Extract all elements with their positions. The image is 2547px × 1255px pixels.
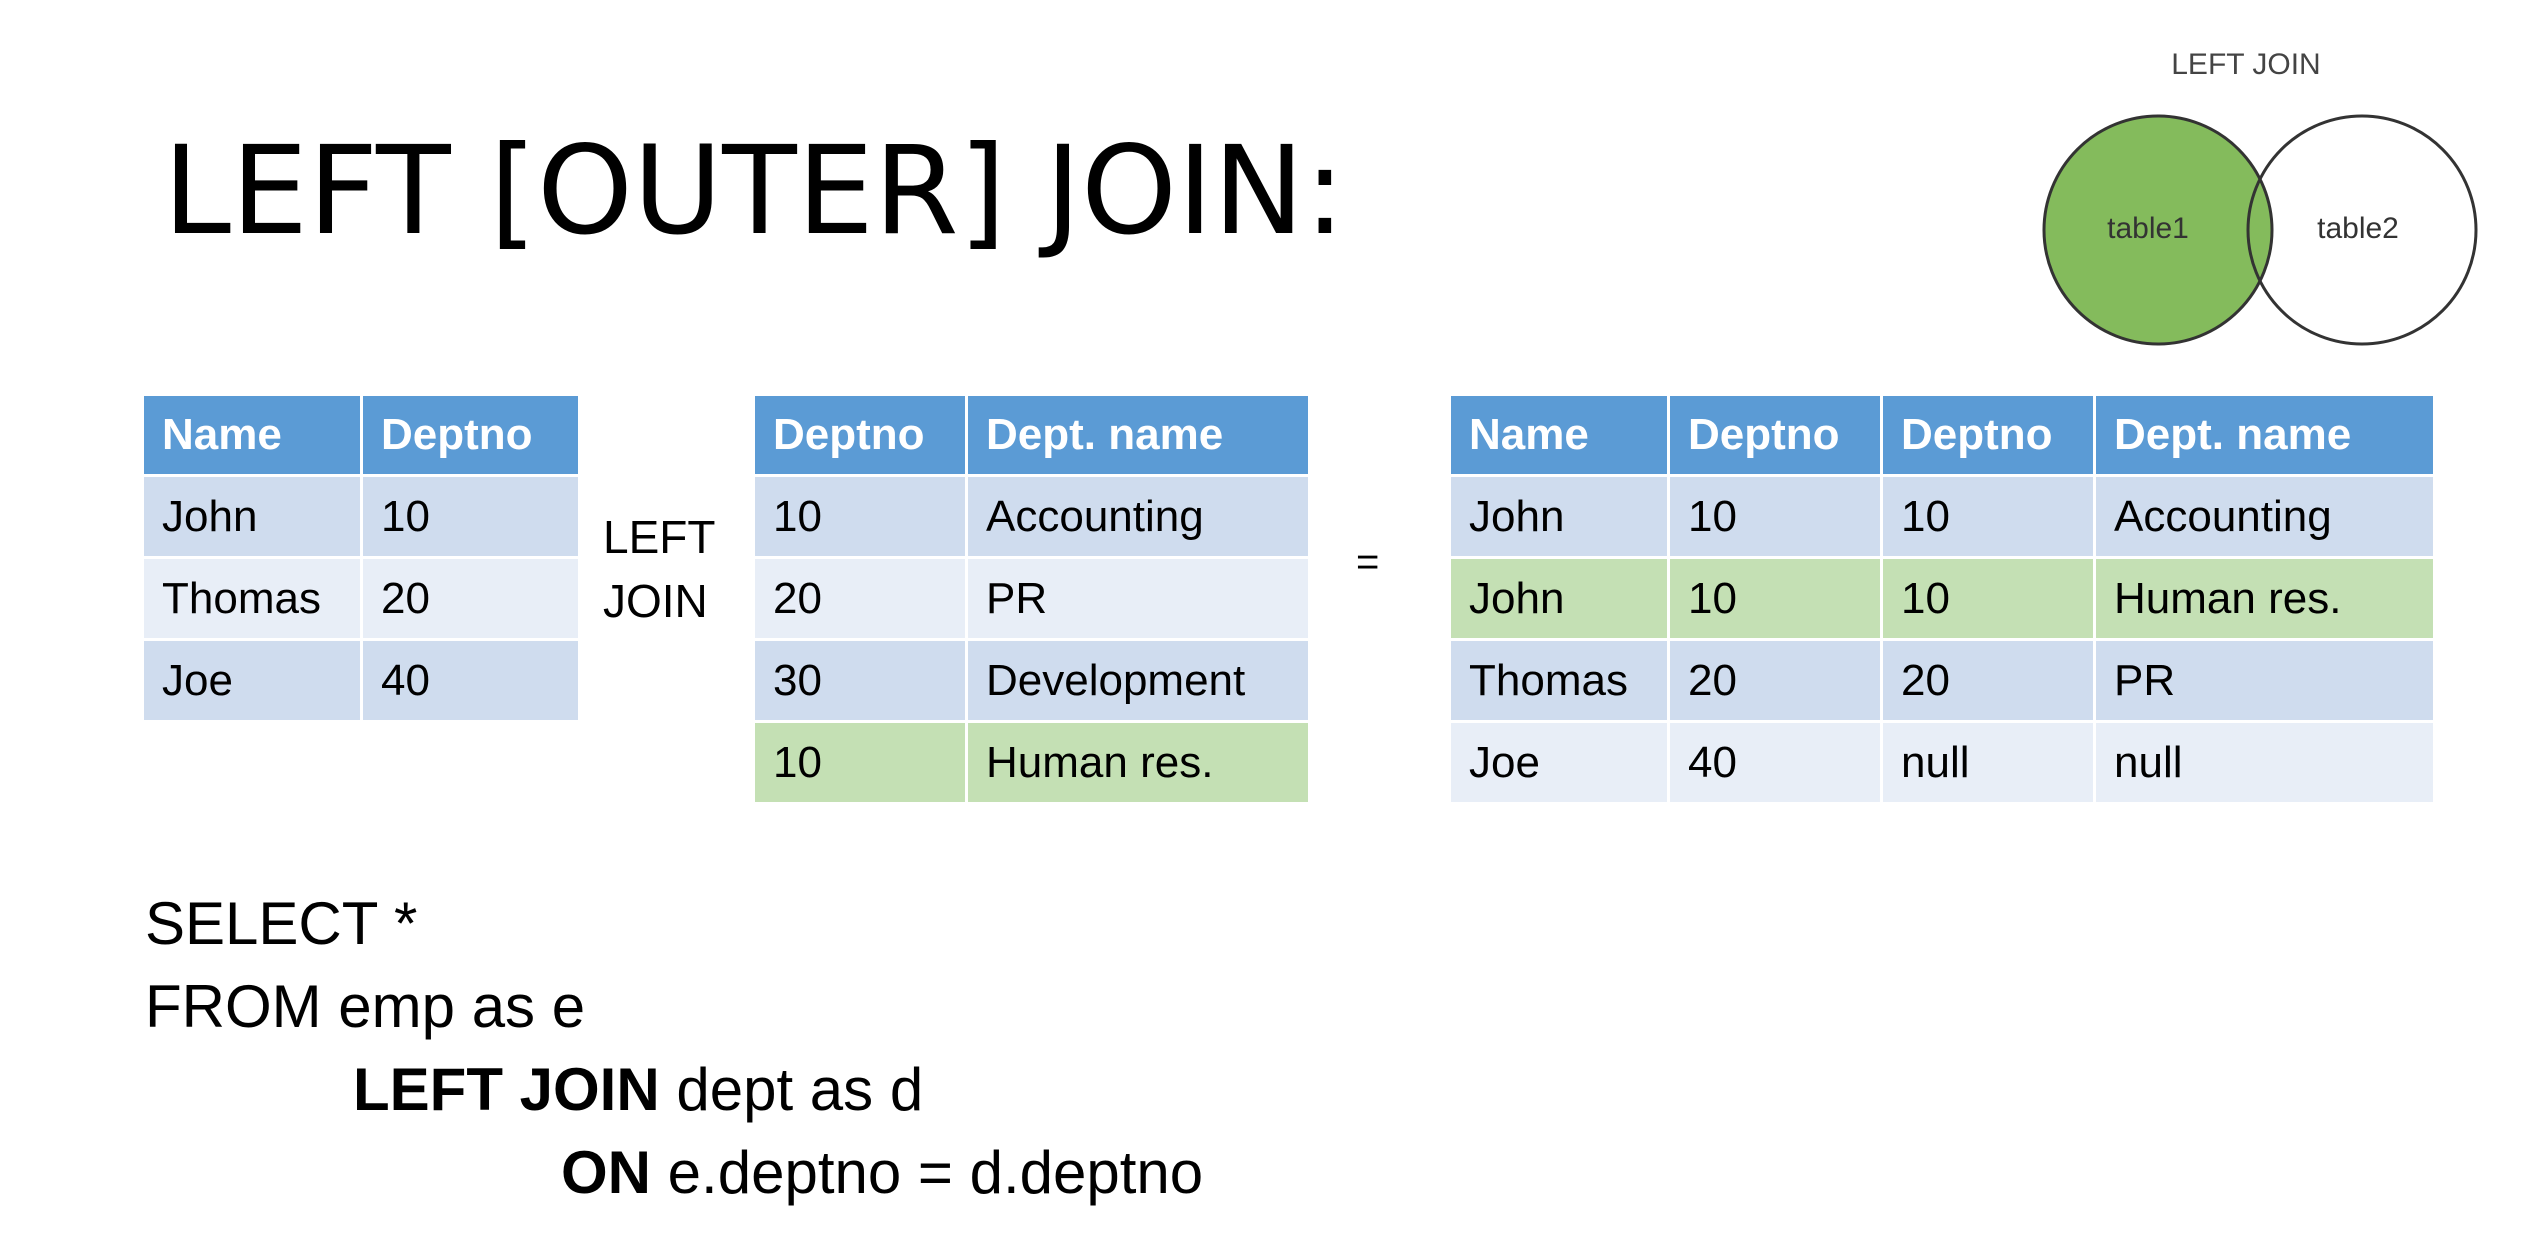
sql-on-rest: e.deptno = d.deptno xyxy=(651,1139,1204,1206)
table-cell: John xyxy=(1448,556,1670,641)
venn-table1-circle xyxy=(2042,114,2274,346)
table-cell: 40 xyxy=(360,638,581,723)
table-row: 10 Accounting xyxy=(752,474,1311,559)
header-cell: Name xyxy=(1448,393,1670,477)
table-cell: PR xyxy=(2093,638,2436,723)
emp-table: Name Deptno John 10 Thomas 20 Joe 40 xyxy=(141,393,581,723)
table-cell: Joe xyxy=(1448,720,1670,805)
table-row-highlighted: 10 Human res. xyxy=(752,720,1311,805)
table-header-row: Name Deptno Deptno Dept. name xyxy=(1448,393,2436,477)
dept-table: Deptno Dept. name 10 Accounting 20 PR 30… xyxy=(752,393,1311,805)
table-cell: John xyxy=(1448,474,1670,559)
table-cell: 30 xyxy=(752,638,968,723)
table-cell: 20 xyxy=(752,556,968,641)
sql-line-select: SELECT * xyxy=(145,890,418,957)
header-cell: Deptno xyxy=(360,393,581,477)
table-cell: 10 xyxy=(1880,474,2096,559)
venn-title: LEFT JOIN xyxy=(2171,48,2320,81)
table-cell: PR xyxy=(965,556,1311,641)
venn-table2-label: table2 xyxy=(2317,212,2399,245)
table-row: 20 PR xyxy=(752,556,1311,641)
table-row: Thomas 20 20 PR xyxy=(1448,638,2436,723)
table-header-row: Deptno Dept. name xyxy=(752,393,1311,477)
sql-keyword-left-join: LEFT JOIN xyxy=(353,1056,660,1123)
venn-table2-circle xyxy=(2246,114,2478,346)
sql-line-from: FROM emp as e xyxy=(145,973,586,1040)
join-label-line: LEFT xyxy=(603,511,716,563)
table-cell: Development xyxy=(965,638,1311,723)
venn-table1-label: table1 xyxy=(2107,212,2189,245)
table-cell: 10 xyxy=(360,474,581,559)
table-cell: Human res. xyxy=(2093,556,2436,641)
table-cell: Joe xyxy=(141,638,363,723)
table-cell: Thomas xyxy=(1448,638,1670,723)
table-row: John 10 xyxy=(141,474,581,559)
table-row: Thomas 20 xyxy=(141,556,581,641)
table-row: Joe 40 xyxy=(141,638,581,723)
header-cell: Name xyxy=(141,393,363,477)
header-cell: Deptno xyxy=(1667,393,1883,477)
table-row: Joe 40 null null xyxy=(1448,720,2436,805)
table-cell: Accounting xyxy=(965,474,1311,559)
table-row-highlighted: John 10 10 Human res. xyxy=(1448,556,2436,641)
header-cell: Dept. name xyxy=(2093,393,2436,477)
table-row: 30 Development xyxy=(752,638,1311,723)
table-cell: 10 xyxy=(1880,556,2096,641)
left-join-venn-diagram: LEFT JOIN table1 table2 xyxy=(2042,48,2478,346)
sql-keyword-on: ON xyxy=(561,1139,651,1206)
table-cell: Human res. xyxy=(965,720,1311,805)
table-cell: 40 xyxy=(1667,720,1883,805)
sql-join-rest: dept as d xyxy=(659,1056,924,1123)
join-label-line: JOIN xyxy=(603,575,708,627)
table-cell: 10 xyxy=(1667,556,1883,641)
sql-query: SELECT * FROM emp as e LEFT JOIN dept as… xyxy=(145,882,1203,1214)
sql-line-join: LEFT JOIN dept as d xyxy=(145,1048,1203,1131)
header-cell: Dept. name xyxy=(965,393,1311,477)
table-cell: null xyxy=(2093,720,2436,805)
header-cell: Deptno xyxy=(752,393,968,477)
table-cell: Accounting xyxy=(2093,474,2436,559)
table-cell: 20 xyxy=(360,556,581,641)
table-cell: John xyxy=(141,474,363,559)
sql-line-on: ON e.deptno = d.deptno xyxy=(145,1131,1203,1214)
table-cell: 10 xyxy=(1667,474,1883,559)
table-header-row: Name Deptno xyxy=(141,393,581,477)
header-cell: Deptno xyxy=(1880,393,2096,477)
result-table: Name Deptno Deptno Dept. name John 10 10… xyxy=(1448,393,2436,805)
table-cell: 20 xyxy=(1667,638,1883,723)
join-operator-label: LEFT JOIN xyxy=(603,505,723,633)
table-row: John 10 10 Accounting xyxy=(1448,474,2436,559)
table-cell: Thomas xyxy=(141,556,363,641)
table-cell: 10 xyxy=(752,474,968,559)
slide-title: LEFT [OUTER] JOIN: xyxy=(163,120,1346,262)
table-cell: null xyxy=(1880,720,2096,805)
table-cell: 20 xyxy=(1880,638,2096,723)
table-cell: 10 xyxy=(752,720,968,805)
equals-sign: = xyxy=(1356,540,1380,584)
